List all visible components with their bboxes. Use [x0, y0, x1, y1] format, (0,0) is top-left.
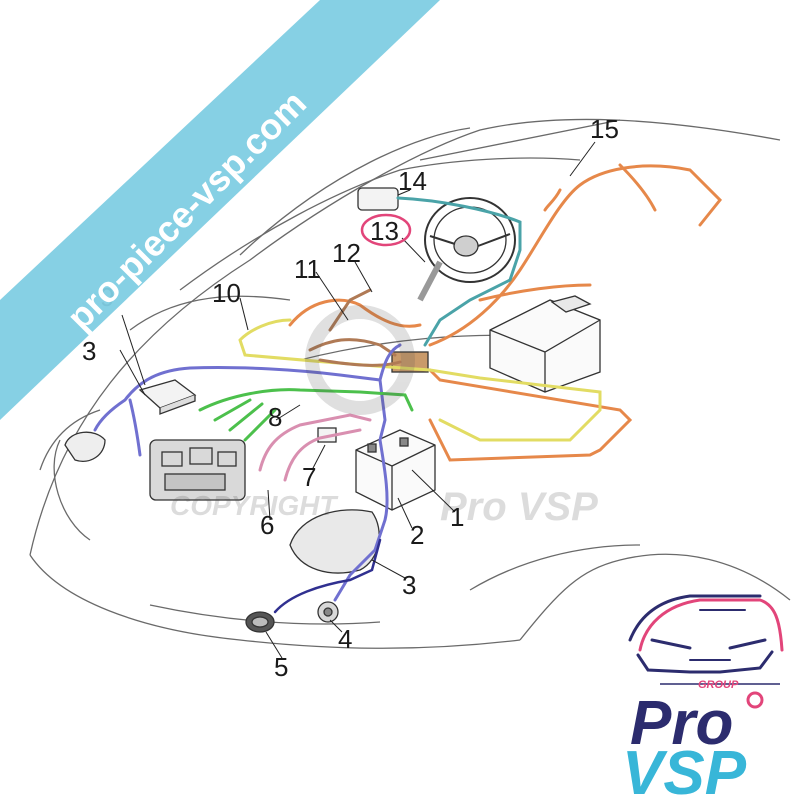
leader-lines	[119, 141, 596, 659]
provsp-logo: GROUP Pro VSP	[622, 594, 784, 800]
callout-5: 5	[274, 652, 288, 682]
harness-purple	[93, 343, 402, 602]
harness-pink	[258, 413, 372, 482]
callout-15: 15	[590, 114, 619, 144]
callout-12: 12	[332, 238, 361, 268]
steering-wheel	[424, 197, 516, 283]
control-unit-14	[357, 187, 399, 211]
callout-4: 4	[338, 624, 352, 654]
callout-7: 7	[302, 462, 316, 492]
callout-1: 1	[450, 502, 464, 532]
components	[64, 187, 601, 633]
reservoir	[489, 299, 601, 393]
callout-2: 2	[410, 520, 424, 550]
callout-13-highlight	[360, 213, 412, 247]
engine-block	[149, 439, 246, 501]
logo-gear-icon	[746, 691, 764, 709]
svg-text:COPYRIGHT: COPYRIGHT	[170, 490, 339, 521]
battery	[355, 429, 436, 511]
harness-orange-floor	[428, 368, 633, 462]
callout-14: 14	[398, 166, 427, 196]
callout-3a: 3	[82, 336, 96, 366]
callout-6: 6	[260, 510, 274, 540]
car-body-outline	[29, 118, 791, 649]
callout-3b: 3	[402, 570, 416, 600]
callout-13: 13	[370, 216, 399, 246]
watermark: COPYRIGHT Pro VSP	[170, 305, 598, 529]
callout-11: 11	[294, 254, 321, 284]
logo-group-text: GROUP	[698, 679, 739, 691]
logo-vsp-text: VSP	[622, 739, 747, 800]
callout-8: 8	[268, 402, 282, 432]
logo-car-icon	[628, 594, 784, 674]
harness-orange	[288, 163, 723, 347]
harness-teal	[396, 196, 522, 347]
harness-brown	[308, 288, 402, 367]
harness-green	[198, 388, 414, 442]
wiring-harnesses	[93, 163, 723, 614]
callout-10: 10	[212, 278, 241, 308]
harness-navy	[273, 538, 382, 614]
svg-text:Pro VSP: Pro VSP	[440, 485, 598, 529]
callouts: 1 2 3 3 4 5 6 7 8 9 10 11 12 13 14 15	[82, 114, 619, 682]
logo-pro-text: Pro	[630, 689, 733, 758]
